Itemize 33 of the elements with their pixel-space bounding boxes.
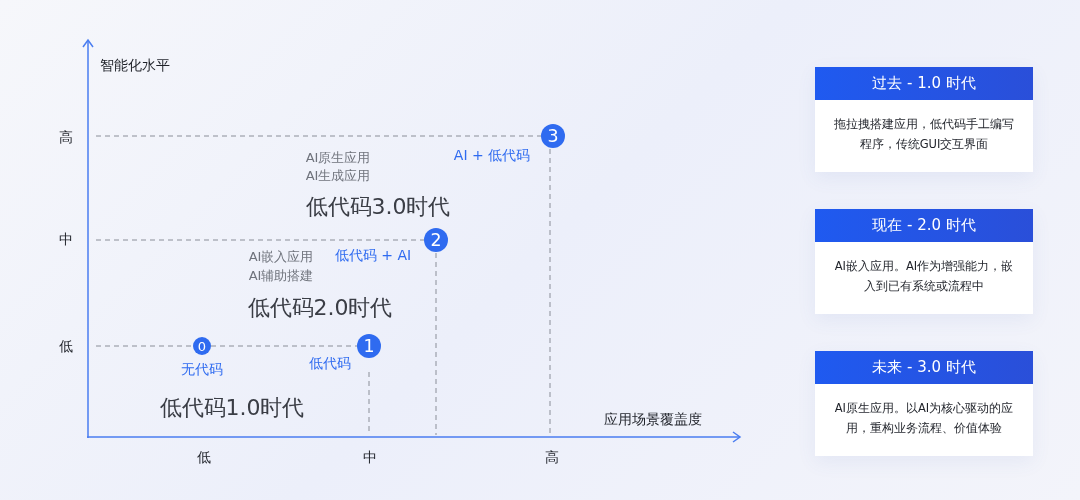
card-text: 拖拉拽搭建应用，低代码手工编写程序，传统GUI交互界面 (833, 116, 1015, 153)
tick-label: 低 (197, 449, 211, 467)
dashed-connector (210, 345, 358, 347)
axis-title: 智能化水平 (100, 57, 170, 75)
stage-circle: 3 (541, 124, 565, 148)
axis-title: 应用场景覆盖度 (604, 411, 702, 429)
tick-label: 低 (59, 338, 73, 356)
era-label: 低代码1.0时代 (159, 394, 305, 422)
card-header: 过去 - 1.0 时代 (815, 67, 1033, 100)
feature-label: AI生成应用 (305, 167, 371, 185)
tick-label: 中 (363, 449, 377, 467)
era-card (815, 67, 1033, 172)
card-header: 现在 - 2.0 时代 (815, 209, 1033, 242)
stage-label: AI + 低代码 (453, 147, 531, 165)
feature-label: AI原生应用 (305, 149, 371, 167)
era-card (815, 351, 1033, 456)
stage-circle: 1 (357, 334, 381, 358)
tick-label: 高 (545, 449, 559, 467)
card-text: AI原生应用。以AI为核心驱动的应用，重构业务流程、价值体验 (833, 400, 1015, 437)
era-label: 低代码2.0时代 (247, 294, 393, 322)
tick-label: 高 (59, 129, 73, 147)
stage-label: 低代码 + AI (334, 247, 412, 265)
tick-label: 中 (59, 231, 73, 249)
era-card (815, 209, 1033, 314)
stage-label: 低代码 (309, 355, 351, 373)
stage-circle: 2 (424, 228, 448, 252)
era-label: 低代码3.0时代 (305, 193, 451, 221)
card-header: 未来 - 3.0 时代 (815, 351, 1033, 384)
stage-label: 无代码 (181, 361, 223, 379)
card-text: AI嵌入应用。AI作为增强能力，嵌入到已有系统或流程中 (833, 258, 1015, 295)
feature-label: AI辅助搭建 (248, 267, 314, 285)
stage-circle: 0 (193, 337, 211, 355)
feature-label: AI嵌入应用 (248, 248, 314, 266)
